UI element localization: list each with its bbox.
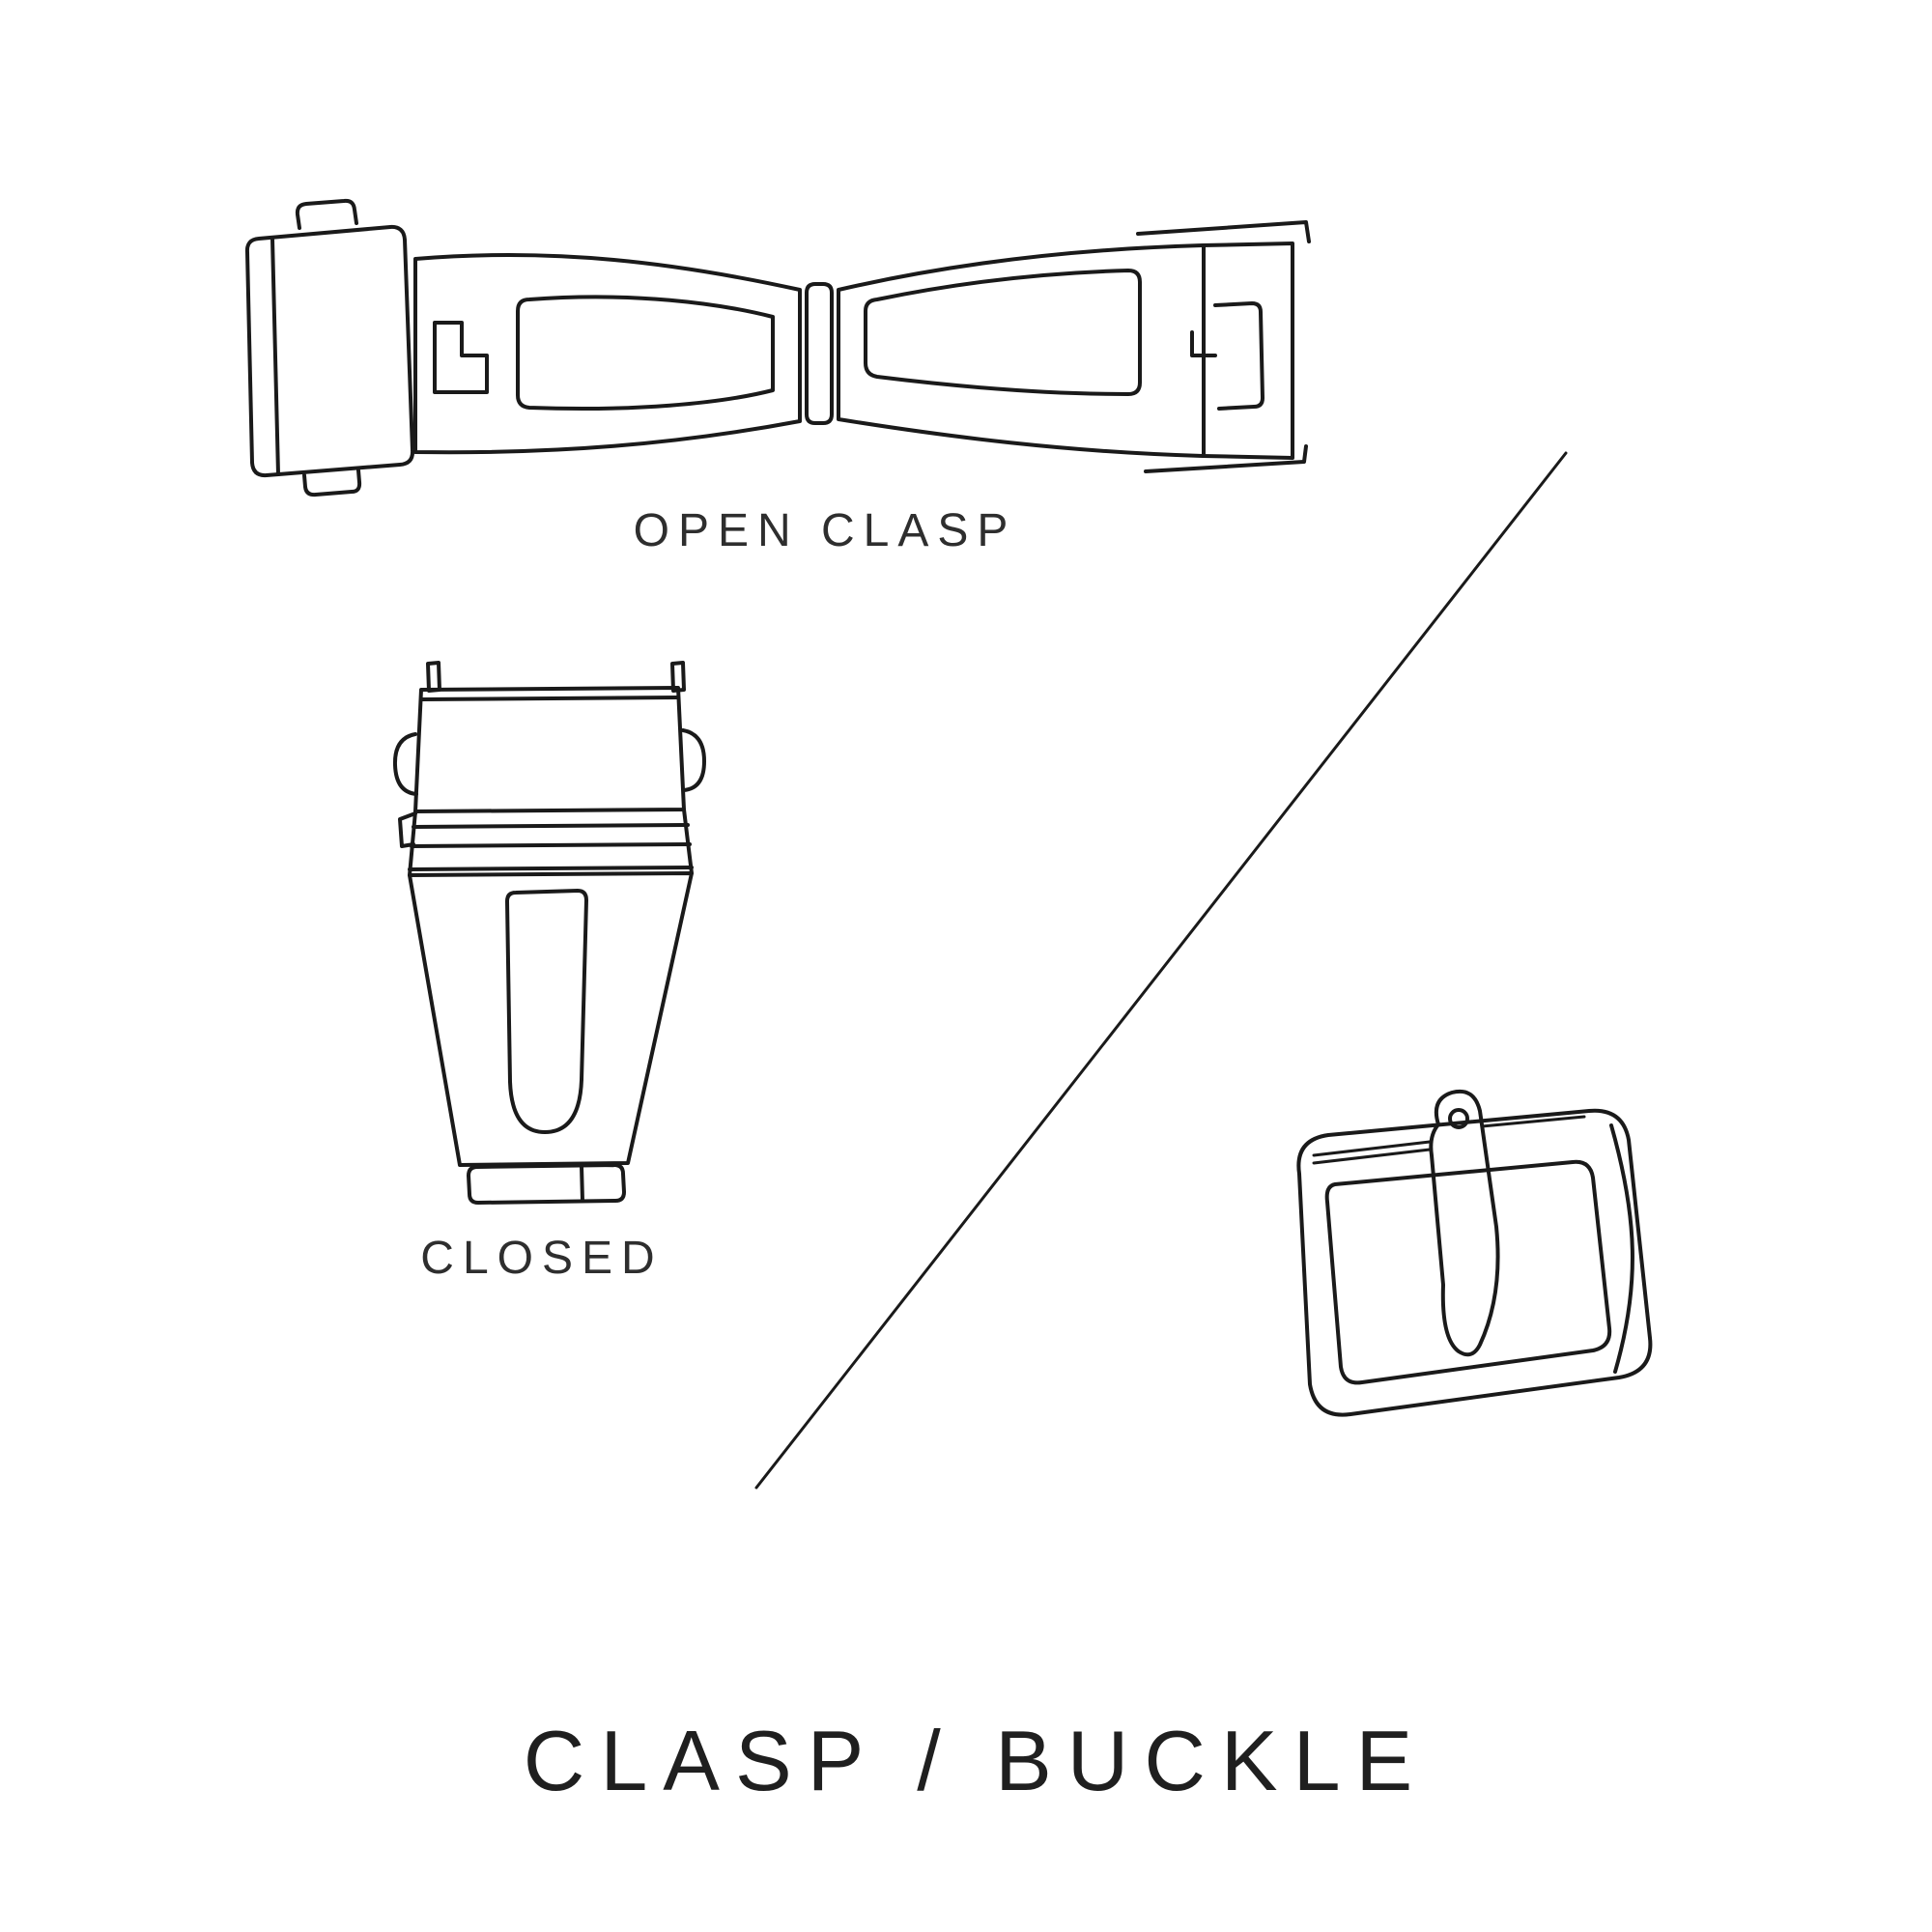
page-title: CLASP / BUCKLE — [523, 1713, 1429, 1808]
buckle-bar-ring — [1448, 1108, 1469, 1129]
open-clasp-end-plate-top — [1136, 220, 1311, 243]
closed-clasp-left-notch — [398, 811, 417, 848]
closed-clasp-caption: CLOSED — [420, 1233, 664, 1284]
closed-clasp-band-side-right — [682, 808, 694, 875]
open-clasp-top-tab — [295, 198, 358, 230]
buckle-prong — [1429, 1089, 1500, 1357]
closed-clasp-band-line-3 — [408, 866, 694, 871]
buckle-outer-frame — [1296, 1108, 1653, 1417]
open-clasp-bottom-tab — [302, 469, 362, 497]
buckle-inner-frame — [1324, 1159, 1612, 1385]
diagonal-divider — [754, 451, 1568, 1490]
buckle-side-thickness — [1609, 1123, 1634, 1374]
closed-clasp-top-edge-line — [420, 696, 680, 701]
closed-clasp-body-slot — [505, 889, 588, 1134]
open-clasp-illustration — [244, 198, 1311, 497]
closed-clasp-band-line-2 — [410, 842, 692, 848]
open-clasp-release-hook — [433, 321, 489, 394]
buckle-spring-bar-right — [1480, 1115, 1586, 1128]
closed-clasp-band-line-1 — [412, 823, 690, 829]
open-clasp-end-plate-bottom — [1144, 444, 1308, 473]
closed-clasp-pin-left — [426, 661, 441, 693]
closed-clasp-bottom-bar — [467, 1163, 626, 1205]
buckle-spring-bar-bottom — [1312, 1148, 1432, 1165]
buckle-illustration — [1296, 1089, 1653, 1417]
open-clasp-center-hinge — [805, 282, 834, 425]
buckle-spring-bar-top — [1312, 1140, 1432, 1157]
closed-clasp-pin-right — [670, 661, 686, 693]
closed-clasp-left-ear — [392, 732, 418, 796]
open-clasp-right-hook-notch — [1190, 330, 1217, 357]
closed-clasp-body — [408, 871, 694, 1167]
open-clasp-left-cover — [244, 224, 415, 478]
open-clasp-right-arm-window — [864, 269, 1142, 396]
open-clasp-left-arm-window — [516, 295, 775, 412]
open-clasp-right-hook — [1213, 301, 1264, 411]
open-clasp-left-arm — [413, 252, 802, 455]
closed-clasp-top-block — [413, 686, 686, 813]
closed-clasp-right-ear — [681, 728, 706, 792]
closed-clasp-illustration — [392, 661, 706, 1205]
open-clasp-left-cover-edge — [270, 237, 280, 476]
open-clasp-right-arm — [837, 242, 1294, 460]
open-clasp-caption: OPEN CLASP — [633, 505, 1017, 556]
